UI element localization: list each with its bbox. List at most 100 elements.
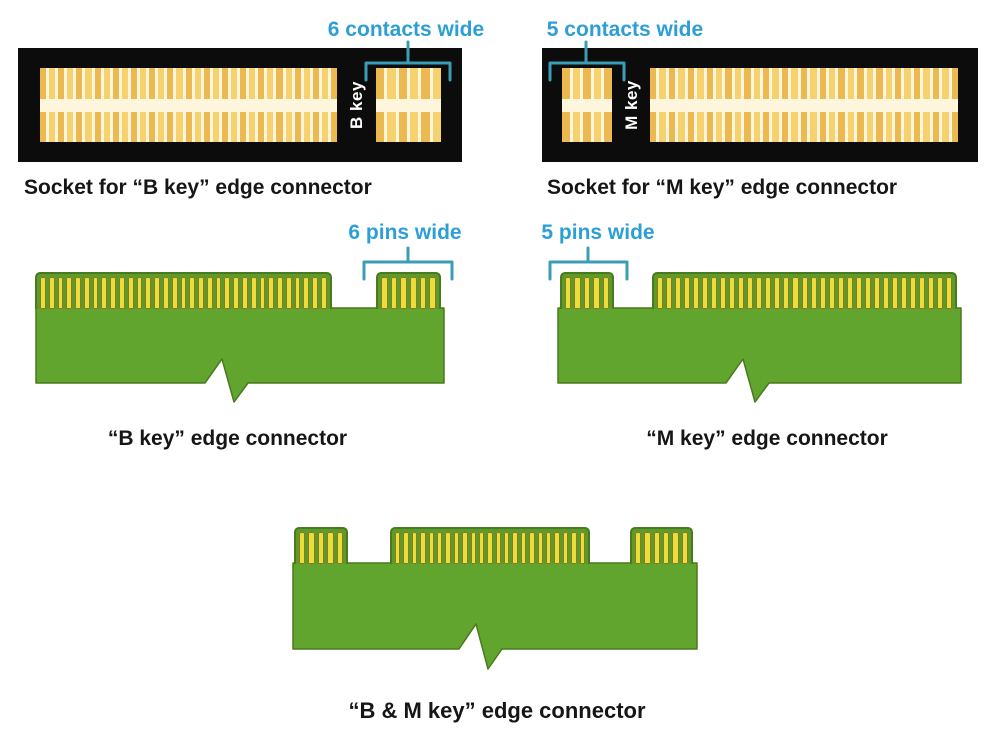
pin [918, 277, 925, 309]
pin [562, 68, 570, 99]
pin [681, 532, 688, 564]
pin [579, 532, 585, 564]
pin [127, 277, 134, 309]
callout-5-pins-wide: 5 pins wide [541, 221, 655, 244]
pin [249, 112, 256, 142]
pin [828, 277, 835, 309]
pin [546, 532, 552, 564]
pin [312, 112, 319, 142]
pin [829, 112, 836, 142]
pin [158, 68, 165, 99]
pin [66, 277, 73, 309]
pin [67, 112, 74, 142]
pin [112, 68, 119, 99]
pin [763, 68, 770, 99]
pin [951, 112, 958, 142]
pin [445, 532, 451, 564]
socket-b-left-contact-strip [40, 68, 338, 142]
pin [635, 532, 642, 564]
pin [838, 68, 845, 99]
pin [738, 277, 745, 309]
pin [734, 68, 742, 99]
pin [894, 68, 902, 99]
callout-5-contacts-wide: 5 contacts wide [546, 18, 704, 41]
pin [409, 112, 419, 142]
pin [855, 277, 862, 309]
pin [258, 112, 265, 142]
pin [659, 68, 666, 99]
pin [866, 112, 874, 142]
pin [837, 277, 844, 309]
pin [294, 68, 301, 99]
pin [932, 112, 940, 142]
pin [421, 68, 430, 99]
pin [136, 277, 143, 309]
pin [810, 68, 817, 99]
pin [432, 112, 441, 142]
pin [650, 68, 657, 99]
pin [927, 277, 934, 309]
pin [390, 277, 398, 309]
pin-block [652, 272, 957, 309]
pin [725, 112, 732, 142]
pin [212, 68, 219, 99]
pin [697, 68, 704, 99]
contact-row [650, 68, 958, 99]
bm-connector-caption: “B & M key” edge connector [348, 698, 646, 723]
pin [659, 112, 666, 142]
pin [923, 112, 930, 142]
pin [923, 68, 930, 99]
pin [882, 277, 889, 309]
contact-row [376, 112, 441, 142]
pin [753, 112, 761, 142]
pin-block [560, 272, 614, 309]
pin [602, 277, 610, 309]
pin [94, 112, 101, 142]
contact-row [40, 68, 338, 99]
pin [101, 277, 108, 309]
pin [876, 112, 883, 142]
pin [327, 532, 334, 564]
pin [119, 277, 125, 309]
b-key-edge-connector [35, 272, 445, 412]
pin [810, 112, 817, 142]
pcb-board [35, 307, 445, 403]
pin [819, 68, 827, 99]
pin [203, 68, 210, 99]
pin [876, 68, 883, 99]
pin [103, 68, 110, 99]
pin [376, 68, 385, 99]
pin [520, 532, 527, 564]
pin [744, 112, 751, 142]
bracket-5-pins [548, 246, 629, 281]
pin [436, 532, 443, 564]
pin [904, 68, 911, 99]
pin [212, 112, 219, 142]
pin [744, 68, 751, 99]
pin [58, 68, 65, 99]
pin [693, 277, 700, 309]
pin [276, 68, 283, 99]
pin [258, 68, 265, 99]
pin [753, 68, 761, 99]
pin [487, 532, 493, 564]
pin [702, 277, 709, 309]
pin [873, 277, 880, 309]
contact-row [562, 112, 612, 142]
pin [697, 112, 704, 142]
pin [75, 277, 81, 309]
pin [429, 277, 437, 309]
pin [250, 277, 257, 309]
pin [398, 112, 407, 142]
callout-6-pins-wide: 6 pins wide [348, 221, 462, 244]
pin [321, 68, 328, 99]
pin [706, 112, 713, 142]
pin [149, 68, 156, 99]
pin [317, 532, 325, 564]
callout-6-contacts-wide: 6 contacts wide [327, 18, 485, 41]
pin [162, 277, 169, 309]
pin [92, 277, 99, 309]
pin [675, 277, 682, 309]
pin [857, 112, 864, 142]
pin [194, 112, 201, 142]
